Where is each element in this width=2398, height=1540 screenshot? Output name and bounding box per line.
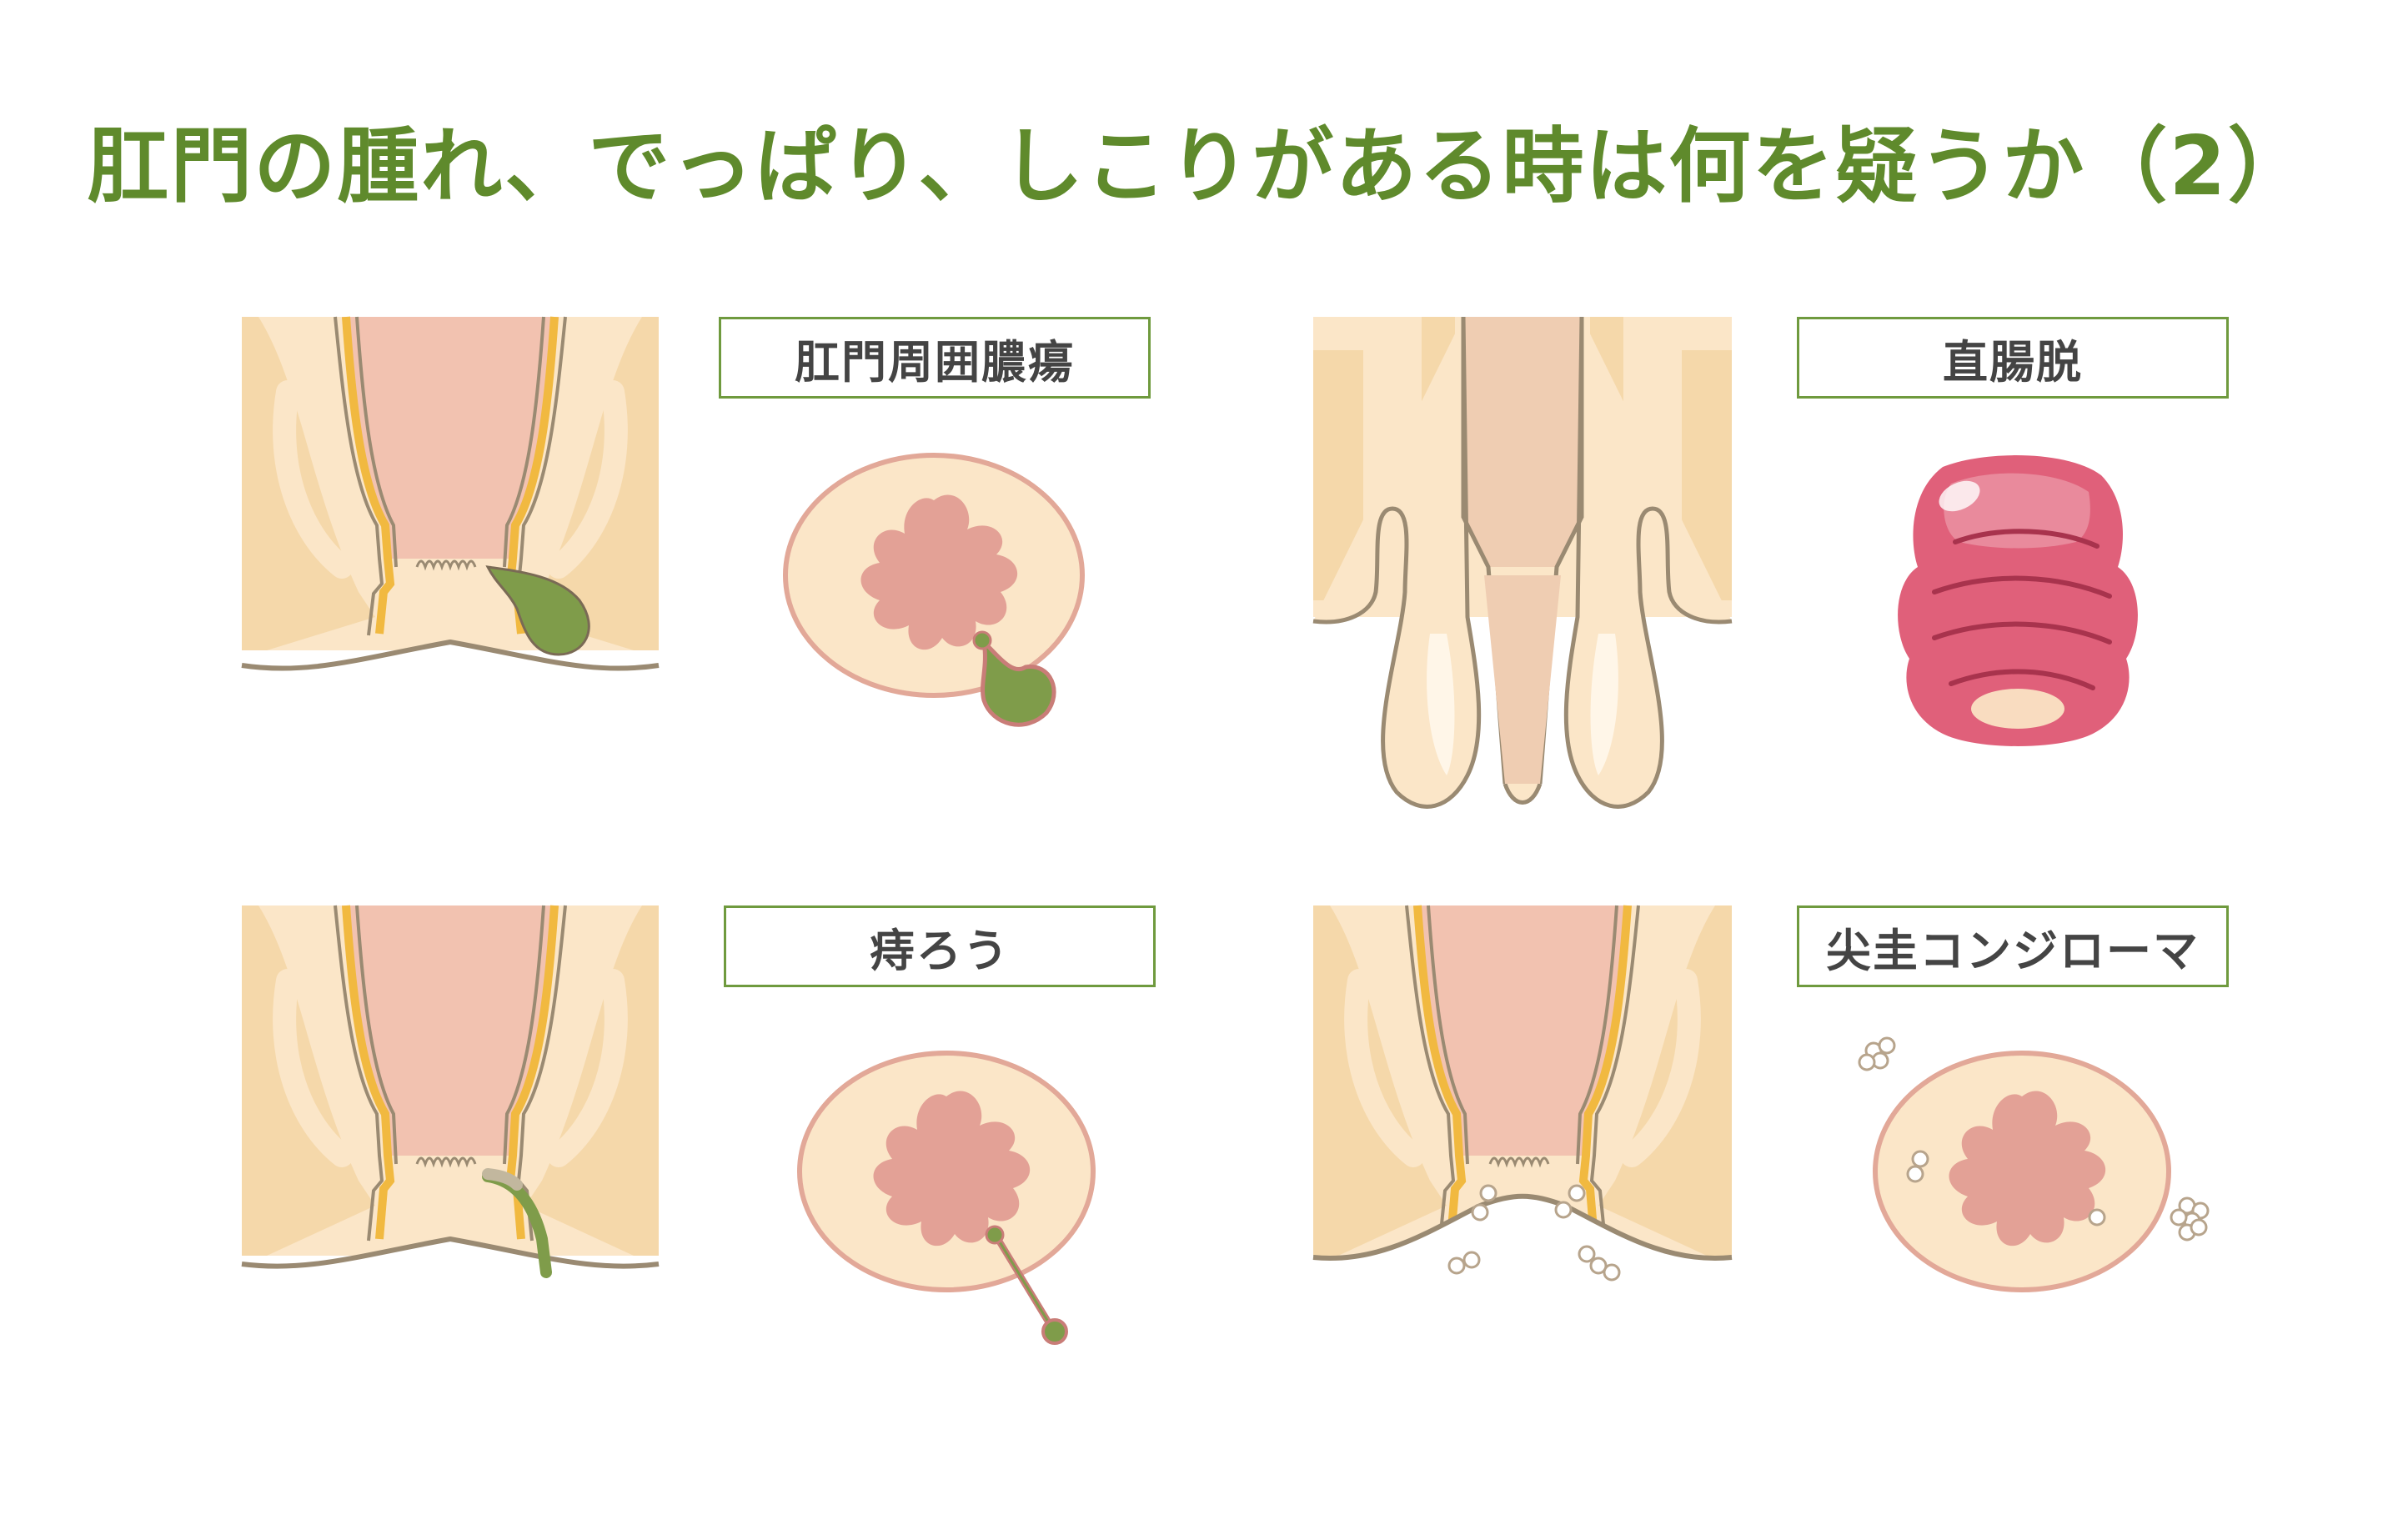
label-condyloma: 尖圭コンジローマ bbox=[1797, 905, 2229, 987]
abscess-cross-section bbox=[241, 316, 660, 671]
condyloma-anus-view bbox=[1858, 1036, 2210, 1292]
abscess-anus-view bbox=[783, 453, 1085, 727]
condyloma-cross-section bbox=[1312, 905, 1733, 1282]
label-perianal-abscess: 肛門周囲膿瘍 bbox=[719, 317, 1151, 399]
prolapse-illustration bbox=[1898, 455, 2138, 746]
page-title: 肛門の腫れ、でっぱり、しこりがある時は何を疑うか（2） bbox=[87, 119, 2311, 214]
label-rectal-prolapse: 直腸脱 bbox=[1797, 317, 2229, 399]
prolapse-cross-section bbox=[1312, 316, 1733, 809]
fistula-cross-section bbox=[241, 905, 660, 1278]
label-anal-fistula: 痔ろう bbox=[724, 905, 1156, 987]
fistula-anus-view bbox=[797, 1051, 1096, 1345]
